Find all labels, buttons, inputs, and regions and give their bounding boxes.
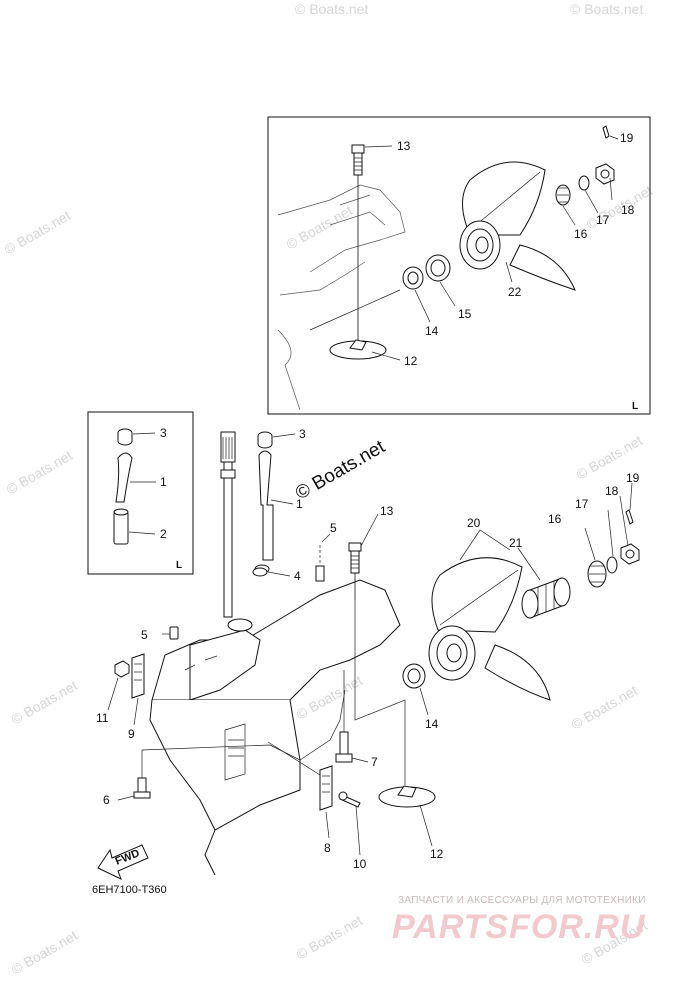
callout-9: 9 — [128, 727, 135, 741]
brand-logo: ЗАПЧАСТИ И АКСЕССУАРЫ ДЛЯ МОТОТЕХНИКИ PA… — [392, 895, 646, 946]
pin-19 — [625, 509, 634, 525]
watermark: © Boats.net — [9, 677, 81, 728]
main-leader-lines — [107, 433, 633, 856]
propeller-20 — [428, 557, 551, 701]
pin-19-top — [602, 125, 610, 139]
bracket-8 — [319, 765, 333, 811]
callout-14: 14 — [425, 324, 439, 338]
watermark: © Boats.net — [9, 927, 81, 978]
diagram-code: 6EH7100-T360 — [92, 884, 167, 896]
tube-2-left — [113, 508, 129, 545]
left-box-label: L — [176, 560, 182, 571]
callout-8: 8 — [324, 841, 331, 855]
top-inset-box: L — [267, 116, 651, 415]
screw-10 — [338, 791, 361, 808]
sleeve-5-upper — [315, 545, 325, 582]
fwd-arrow-icon: FWD — [97, 844, 149, 880]
nut-11 — [114, 660, 130, 678]
callout-13: 13 — [397, 139, 411, 153]
callout-17: 17 — [596, 213, 610, 227]
callout-12: 12 — [404, 354, 418, 368]
anode-12-top — [329, 339, 387, 360]
main-assembly: 3 1 4 5 13 5 11 9 6 7 8 10 12 14 20 21 1… — [96, 427, 640, 876]
water-tube-1 — [254, 431, 274, 574]
anode-12 — [378, 785, 436, 808]
bolt-13 — [348, 542, 362, 600]
callout-14: 14 — [425, 717, 439, 731]
callout-18: 18 — [621, 203, 635, 217]
callout-1: 1 — [296, 497, 303, 511]
watermark: © Boats.net — [294, 912, 366, 963]
callout-16: 16 — [548, 512, 562, 526]
callout-18: 18 — [605, 484, 619, 498]
propeller-22-top — [459, 161, 576, 291]
watermark: © Boats.net — [4, 447, 76, 498]
callout-21: 21 — [509, 536, 523, 550]
bracket-9 — [131, 653, 145, 699]
callout-20: 20 — [467, 516, 481, 530]
callout-6: 6 — [103, 793, 110, 807]
left-leader-lines — [128, 432, 156, 535]
spacer-16-top — [555, 184, 571, 206]
sleeve-5-lower — [169, 626, 179, 640]
bushing-21 — [521, 577, 571, 619]
callout-4: 4 — [294, 569, 301, 583]
callout-1: 1 — [160, 475, 167, 489]
left-box-frame — [87, 411, 194, 575]
top-box-frame — [267, 116, 651, 415]
callout-12: 12 — [430, 847, 444, 861]
bolt-13-top — [351, 144, 365, 340]
callout-5: 5 — [141, 628, 148, 642]
top-leader-lines — [364, 135, 619, 361]
watermark: © Boats.net — [584, 182, 656, 233]
washer-17 — [606, 556, 618, 574]
callout-16: 16 — [574, 227, 588, 241]
plate-4 — [252, 567, 268, 577]
callout-15: 15 — [458, 307, 472, 321]
callout-5: 5 — [330, 521, 337, 535]
brand-subtitle: ЗАПЧАСТИ И АКСЕССУАРЫ ДЛЯ МОТОТЕХНИКИ — [398, 895, 646, 906]
callout-19: 19 — [620, 131, 634, 145]
top-box-label: L — [632, 401, 638, 412]
brand-name: PARTSFOR.RU — [392, 908, 646, 946]
washer-17-top — [578, 175, 590, 191]
callout-7: 7 — [371, 755, 378, 769]
grommet-3-left — [117, 428, 133, 446]
callout-17: 17 — [575, 497, 589, 511]
callout-11: 11 — [96, 711, 109, 725]
spacer-14 — [402, 663, 426, 689]
nut-18-top — [595, 163, 615, 185]
bolt-7 — [335, 731, 353, 763]
watermark: © Boats.net — [569, 682, 641, 733]
watermark: © Boats.net — [2, 207, 74, 258]
top-gearcase-outline — [277, 184, 406, 411]
callout-13: 13 — [380, 504, 394, 518]
watermark: © Boats.net — [295, 1, 368, 17]
spacer-14-top — [402, 266, 424, 290]
watermark: © Boats.net — [570, 1, 643, 17]
spacer-16 — [587, 560, 607, 588]
nut-18 — [620, 543, 640, 565]
left-inset-box: L 3 1 2 — [87, 411, 194, 575]
watermark: © Boats.net — [284, 202, 356, 253]
washer-15-top — [425, 254, 451, 282]
hose-1-left — [115, 452, 133, 503]
callout-2: 2 — [160, 527, 167, 541]
callout-19: 19 — [626, 471, 640, 485]
watermark-large: © Boats.net — [292, 436, 389, 504]
callout-3: 3 — [160, 426, 167, 440]
drive-shaft — [220, 431, 236, 618]
callout-10: 10 — [353, 857, 367, 871]
callout-22: 22 — [508, 285, 522, 299]
callout-3: 3 — [299, 427, 306, 441]
bolt-6 — [133, 777, 151, 799]
gearcase-body — [149, 579, 401, 876]
